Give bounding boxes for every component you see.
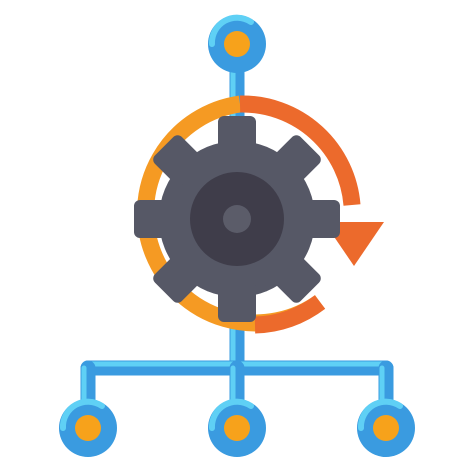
gear-icon [134, 116, 340, 322]
bottom-left-node-icon [59, 398, 117, 457]
bottom-right-node-icon [357, 398, 415, 457]
bottom-center-node-icon [208, 398, 266, 457]
gear-hub [223, 205, 251, 233]
circular-arrow-icon [136, 95, 384, 334]
top-node-icon [208, 14, 266, 73]
